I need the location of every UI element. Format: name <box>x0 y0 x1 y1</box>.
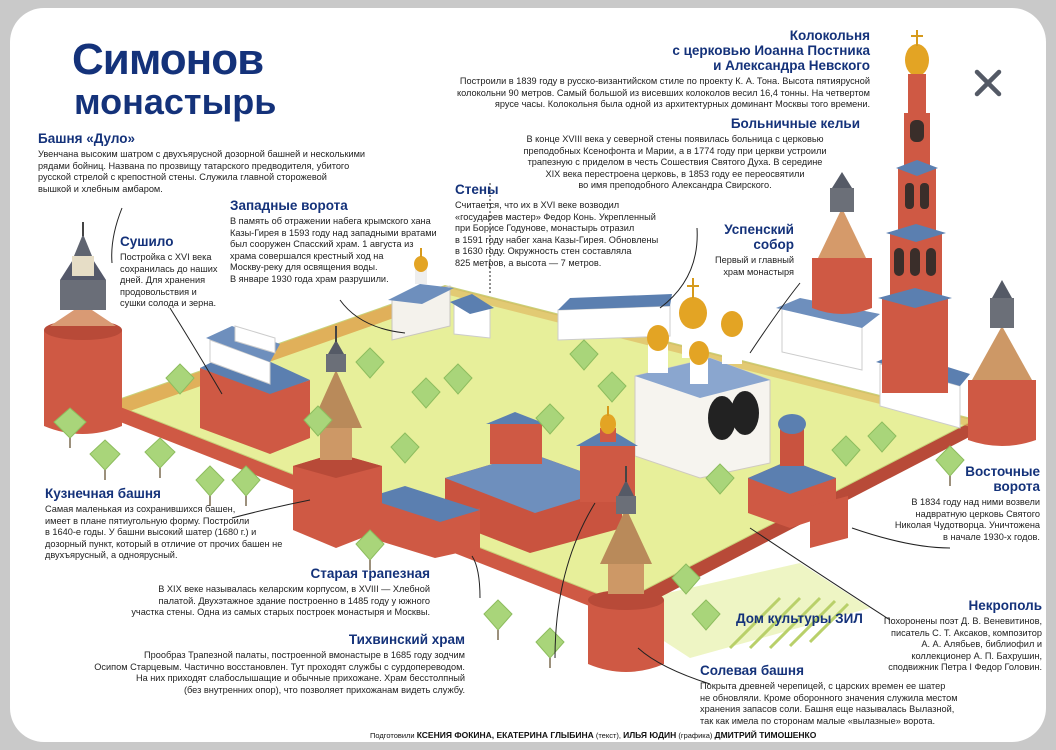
monastery-illustration <box>44 30 1036 685</box>
annotation-text: Похоронены поэт Д. В. Веневитинов, писат… <box>883 616 1042 673</box>
annotation-dom-kultury: Дом культуры ЗИЛ <box>736 611 876 626</box>
credits-prefix: Подготовили <box>370 731 415 740</box>
annotation-title: Старая трапезная <box>310 566 430 581</box>
credits-designer: ДМИТРИЙ ТИМОШЕНКО <box>714 730 817 740</box>
infographic-card: Симонов монастырь Башня «Дуло» Увенчана … <box>10 8 1046 742</box>
sushilo-building <box>200 325 310 454</box>
western-gate-church <box>388 248 494 341</box>
annotation-walls: Стены Считается, что их в XVI веке возво… <box>455 182 695 270</box>
east-red-church <box>748 414 848 548</box>
annotation-dulo: Башня «Дуло» Увенчана высоким шатром с д… <box>38 131 438 195</box>
uspensky-cathedral <box>634 278 771 479</box>
credits: Подготовили КСЕНИЯ ФОКИНА, ЕКАТЕРИНА ГЛЫ… <box>370 730 816 740</box>
title-line-2: монастырь <box>74 81 277 122</box>
annotation-text: Прообраз Трапезной палаты, построенной в… <box>94 650 465 695</box>
credits-illustrator: ИЛЬЯ ЮДИН <box>623 730 677 740</box>
annotation-uspensky-cathedral: Успенский собор Первый и главный храм мо… <box>690 222 794 278</box>
annotation-eastern-gate: Восточные ворота В 1834 году над ними во… <box>890 464 1040 543</box>
dom-kultury-hatch <box>728 596 850 650</box>
south-low-building <box>366 486 480 558</box>
old-refectory <box>445 412 622 553</box>
annotation-text: Первый и главный храм монастыря <box>715 255 794 277</box>
annotation-text: В память об отражении набега крымского х… <box>230 216 437 284</box>
dom-kultury-area <box>610 563 870 658</box>
annotation-title: Дом культуры ЗИЛ <box>736 611 863 626</box>
annotation-text: Построили в 1839 году в русско-византийс… <box>456 76 870 110</box>
annotation-hospital-cells: Больничные кельи В конце XVIII века у се… <box>490 116 860 192</box>
annotation-tikhvin-church: Тихвинский храм Прообраз Трапезной палат… <box>55 632 465 696</box>
annotation-western-gate: Западные ворота В память об отражении на… <box>230 198 490 286</box>
annotation-bell-tower: Колокольня с церковью Иоанна Постника и … <box>430 28 870 111</box>
annotation-kuznechnaya-tower: Кузнечная башня Самая маленькая из сохра… <box>45 486 345 562</box>
credits-text-label: (текст), <box>595 731 621 740</box>
page-title: Симонов монастырь <box>72 38 276 120</box>
annotation-title: Стены <box>455 182 499 197</box>
annotation-title: Восточные ворота <box>965 464 1040 494</box>
title-line-1: Симонов <box>72 35 264 84</box>
east-tower <box>968 280 1036 446</box>
credits-authors: КСЕНИЯ ФОКИНА, ЕКАТЕРИНА ГЛЫБИНА <box>416 730 594 740</box>
annotation-title: Башня «Дуло» <box>38 131 136 146</box>
annotation-title: Колокольня с церковью Иоанна Постника и … <box>672 28 870 73</box>
close-icon[interactable] <box>968 63 1008 103</box>
annotation-sushilo: Сушило Постройка с XVI века сохранилась … <box>120 234 250 310</box>
annotation-text: В 1834 году над ними возвели надвратную … <box>894 497 1040 542</box>
annotation-text: В XIX веке называлась келарским корпусом… <box>131 584 430 618</box>
annotation-title: Больничные кельи <box>730 116 860 131</box>
hospital-cells <box>557 294 880 371</box>
annotation-text: Постройка с XVI века сохранилась до наши… <box>120 252 218 309</box>
annotation-text: Увенчана высоким шатром с двухъярусной д… <box>38 149 366 194</box>
pointer-lines <box>111 183 951 685</box>
bell-tower <box>878 30 952 393</box>
annotation-title: Сушило <box>120 234 174 249</box>
annotation-solevaya-tower: Солевая башня Покрыта древней черепицей,… <box>700 663 1000 727</box>
trees <box>53 339 965 659</box>
annotation-text: Покрыта древней черепицей, с царских вре… <box>700 681 958 726</box>
annotation-title: Солевая башня <box>700 663 804 678</box>
annotation-title: Западные ворота <box>230 198 348 213</box>
annotation-text: В конце XVIII века у северной стены появ… <box>523 134 827 191</box>
annotation-title: Некрополь <box>968 598 1042 613</box>
dulo-tower <box>44 222 122 434</box>
annotation-necropolis: Некрополь Похоронены поэт Д. В. Веневити… <box>860 598 1042 674</box>
annotation-text: Считается, что их в XVI веке возводил «г… <box>455 200 659 268</box>
north-east-tower <box>812 172 872 314</box>
annotation-title: Кузнечная башня <box>45 486 161 501</box>
tree-trunks <box>69 438 951 668</box>
annotation-old-refectory: Старая трапезная В XIX веке называлась к… <box>130 566 430 619</box>
annotation-title: Успенский собор <box>724 222 794 252</box>
annotation-text: Самая маленькая из сохранившихся башен, … <box>45 504 283 561</box>
credits-graphic-label: (графика) <box>678 731 713 740</box>
annotation-title: Тихвинский храм <box>348 632 465 647</box>
